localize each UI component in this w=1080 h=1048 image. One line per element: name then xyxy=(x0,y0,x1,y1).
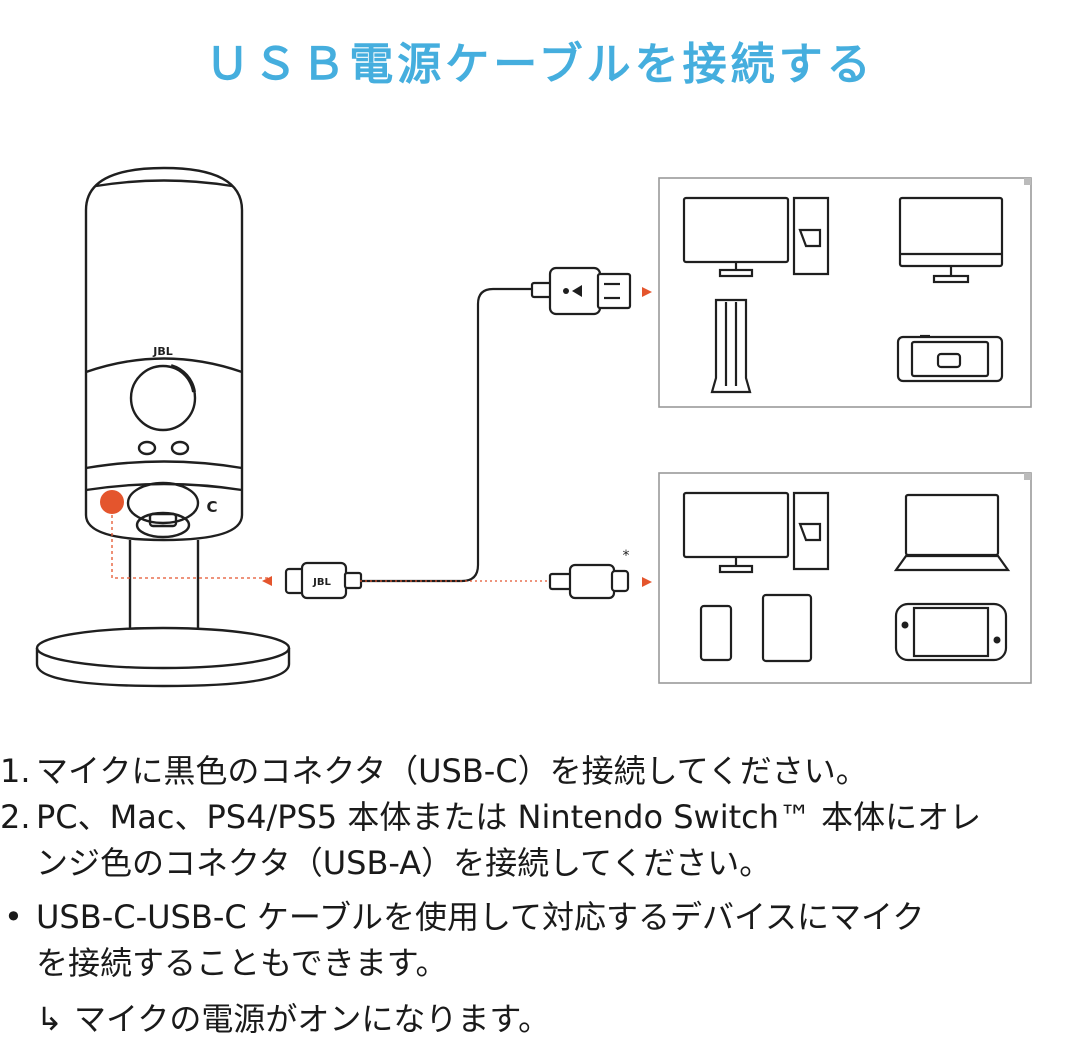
step-number: 1. xyxy=(0,752,31,790)
imac-icon xyxy=(898,196,1004,284)
step-text: PC、Mac、PS4/PS5 本体または Nintendo Switch™ 本体… xyxy=(36,798,982,836)
mic-logo: JBL xyxy=(152,345,173,358)
instruction-2: 2. PC、Mac、PS4/PS5 本体または Nintendo Switch™… xyxy=(0,794,1080,840)
bullet: • xyxy=(4,898,23,936)
orange-arrow-left-icon xyxy=(262,576,272,586)
microphone-illustration xyxy=(35,166,291,688)
result-text: マイクの電源がオンになります。 xyxy=(74,1000,551,1038)
result-arrow-icon: ↳ xyxy=(36,1000,63,1038)
desktop-pc-icon xyxy=(682,491,830,574)
cable-wire xyxy=(360,287,532,583)
instructions: 1. マイクに黒色のコネクタ（USB-C）を接続してください。 2. PC、Ma… xyxy=(0,748,1080,1042)
connection-diagram: JBL C JBL * xyxy=(35,166,1032,688)
step-text-continued: ンジ色のコネクタ（USB-A）を接続してください。 xyxy=(36,844,772,882)
result-line: ↳ マイクの電源がオンになります。 xyxy=(0,996,1080,1042)
laptop-icon xyxy=(893,493,1011,572)
usb-a-symbol-icon xyxy=(563,285,582,297)
instruction-note: • USB-C-USB-C ケーブルを使用して対応するデバイスにマイク xyxy=(0,894,1080,940)
port-guide-dotted xyxy=(111,515,272,579)
asterisk-note-mark: * xyxy=(623,548,630,564)
step-text: マイクに黒色のコネクタ（USB-C）を接続してください。 xyxy=(36,752,868,790)
ps5-console-icon xyxy=(710,298,752,394)
orange-arrow-right-top-icon xyxy=(642,287,652,297)
instruction-note-continued: を接続することもできます。 xyxy=(0,940,1080,986)
mic-port-label: C xyxy=(206,498,217,516)
note-text: USB-C-USB-C ケーブルを使用して対応するデバイスにマイク xyxy=(36,898,925,936)
usb-c-port-indicator xyxy=(100,490,124,514)
desktop-pc-icon xyxy=(682,196,830,278)
step-number: 2. xyxy=(0,798,31,836)
cable-logo: JBL xyxy=(312,577,331,588)
nintendo-switch-handheld-icon xyxy=(894,602,1008,662)
instruction-2-continued: ンジ色のコネクタ（USB-A）を接続してください。 xyxy=(0,840,1080,886)
usb-c-alt-connector xyxy=(548,563,630,600)
instruction-1: 1. マイクに黒色のコネクタ（USB-C）を接続してください。 xyxy=(0,748,1080,794)
smartphone-icon xyxy=(699,604,733,662)
page-title: ＵＳＢ電源ケーブルを接続する xyxy=(205,39,875,90)
orange-arrow-right-bottom-icon xyxy=(642,577,652,587)
nintendo-switch-dock-icon xyxy=(896,334,1004,383)
tablet-icon xyxy=(761,593,813,663)
note-text-continued: を接続することもできます。 xyxy=(36,944,448,982)
